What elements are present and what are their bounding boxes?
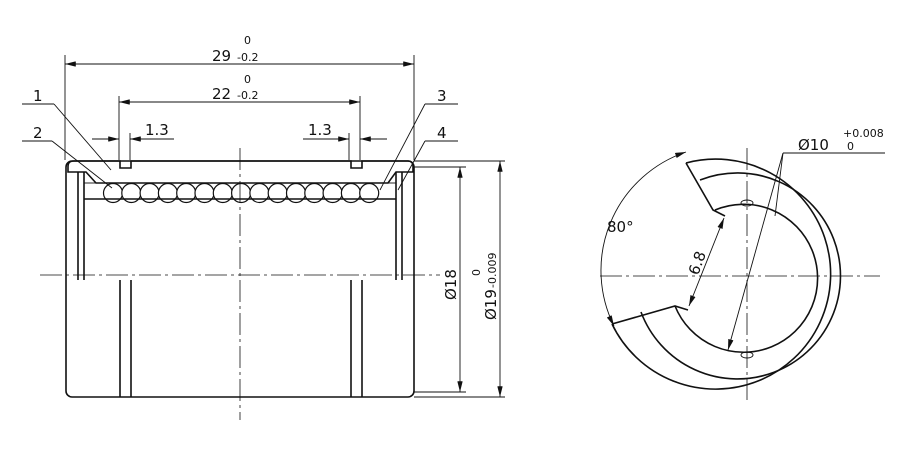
tol: -0.009 (486, 253, 499, 288)
dim-22: 22 (212, 85, 231, 103)
dimensions: 29 0 -0.2 22 0 -0.2 1.3 1.3 1 2 3 4 Ø18 … (22, 34, 505, 398)
tol: -0.2 (237, 51, 258, 64)
bore (674, 203, 819, 354)
dim-d19: Ø19 (482, 289, 500, 320)
dim-angle: 80° (607, 218, 634, 236)
dim-bore: Ø10 (798, 136, 829, 154)
housing-section (67, 160, 414, 184)
balloon-1: 1 (33, 87, 43, 105)
end-view: 80° 6.8 Ø10 +0.008 0 (600, 127, 885, 400)
balloon-3: 3 (437, 87, 447, 105)
middle-ring (640, 172, 842, 380)
dim-groove-right: 1.3 (308, 121, 332, 139)
side-view (40, 148, 440, 420)
dim-29: 29 (212, 47, 231, 65)
tol: 0 (847, 140, 854, 153)
balloon-4: 4 (437, 124, 447, 142)
tol: 0 (470, 269, 483, 276)
dim-groove-left: 1.3 (145, 121, 169, 139)
balloon-2: 2 (33, 124, 43, 142)
outer-ring (611, 158, 832, 390)
ball-row (102, 182, 380, 204)
dim-d18: Ø18 (442, 269, 460, 300)
ball (359, 182, 380, 204)
tol: -0.2 (237, 89, 258, 102)
dim-opening: 6.8 (685, 249, 710, 278)
tol: +0.008 (843, 127, 884, 140)
tol: 0 (244, 34, 251, 47)
tol: 0 (244, 73, 251, 86)
